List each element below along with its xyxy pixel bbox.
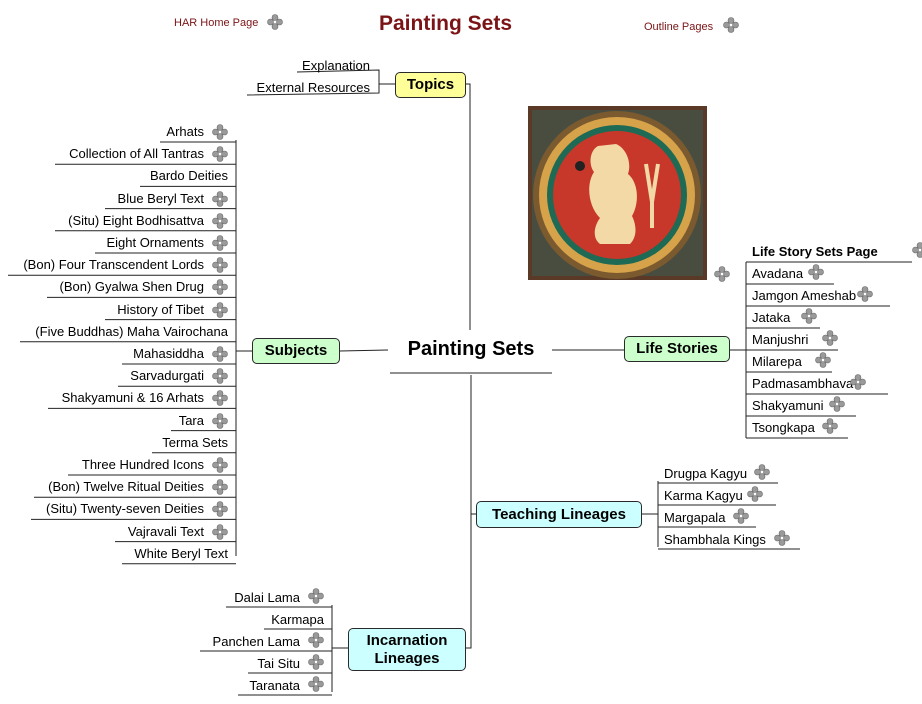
topic-item-external-resources[interactable]: External Resources (256, 80, 370, 95)
subject-item-bardo-deities[interactable]: Bardo Deities (149, 168, 228, 184)
link-icon[interactable] (822, 418, 838, 434)
link-icon[interactable] (308, 588, 324, 604)
link-icon[interactable] (850, 374, 866, 390)
subject-item-white-beryl-text[interactable]: White Beryl Text (134, 545, 228, 561)
incarnation-item-tai-situ[interactable]: Tai Situ (257, 656, 300, 671)
link-icon[interactable] (801, 308, 817, 324)
incarnation-item-panchen-lama[interactable]: Panchen Lama (212, 634, 300, 649)
link-icon[interactable] (212, 479, 228, 495)
subject-item-bon-gyalwa-shen-drug[interactable]: (Bon) Gyalwa Shen Drug (59, 279, 204, 295)
link-icon[interactable] (212, 190, 228, 207)
subject-item-bon-twelve-ritual-deities[interactable]: (Bon) Twelve Ritual Deities (48, 479, 204, 495)
link-icon[interactable] (212, 412, 228, 429)
subject-item-collection-of-all-tantras[interactable]: Collection of All Tantras (69, 146, 204, 162)
life-story-item-manjushri[interactable]: Manjushri (752, 332, 809, 347)
link-icon[interactable] (212, 368, 228, 384)
subject-item-five-buddhas-maha-vairochana[interactable]: (Five Buddhas) Maha Vairochana (35, 323, 228, 339)
subject-item-sarvadurgati[interactable]: Sarvadurgati (130, 368, 204, 384)
link-icon[interactable] (212, 279, 228, 296)
subject-item-bon-four-transcendent-lords[interactable]: (Bon) Four Transcendent Lords (23, 257, 204, 273)
life-stories-node[interactable]: Life Stories (624, 336, 730, 362)
link-icon[interactable] (912, 242, 922, 258)
subject-item-mahasiddha[interactable]: Mahasiddha (133, 346, 204, 361)
subject-item-three-hundred-icons[interactable]: Three Hundred Icons (81, 457, 204, 472)
link-icon[interactable] (212, 301, 228, 318)
link-icon[interactable] (212, 457, 228, 473)
subject-item-vajravali-text[interactable]: Vajravali Text (127, 523, 204, 539)
central-topic[interactable]: Painting Sets (407, 338, 535, 360)
teaching-item-karma-kagyu[interactable]: Karma Kagyu (664, 488, 743, 503)
link-icon[interactable] (829, 396, 845, 412)
link-icon[interactable] (308, 632, 324, 648)
link-icon[interactable] (212, 257, 228, 273)
link-icon[interactable] (815, 352, 831, 368)
topics-node[interactable]: Topics (395, 72, 466, 98)
subject-item-arhats[interactable]: Arhats (166, 124, 204, 139)
link-icon[interactable] (267, 14, 283, 30)
link-icon[interactable] (733, 508, 749, 524)
incarnation-item-dalai-lama[interactable]: Dalai Lama (234, 590, 300, 605)
teaching-lineages-node[interactable]: Teaching Lineages (476, 501, 642, 528)
subject-item-shakyamuni-16-arhats[interactable]: Shakyamuni & 16 Arhats (61, 390, 204, 406)
link-icon[interactable] (747, 486, 763, 502)
teaching-item-margapala[interactable]: Margapala (664, 510, 726, 525)
life-story-item-shakyamuni[interactable]: Shakyamuni (752, 398, 824, 413)
link-icon[interactable] (808, 264, 824, 280)
subject-item-history-of-tibet[interactable]: History of Tibet (117, 301, 204, 317)
subject-item-tara[interactable]: Tara (178, 412, 204, 428)
life-story-item-jataka[interactable]: Jataka (752, 310, 791, 325)
subject-item-situ-eight-bodhisattva[interactable]: (Situ) Eight Bodhisattva (68, 212, 204, 228)
subject-item-eight-ornaments[interactable]: Eight Ornaments (106, 235, 204, 250)
life-story-item-tsongkapa[interactable]: Tsongkapa (752, 420, 815, 435)
link-icon[interactable] (857, 286, 873, 302)
life-story-item-jamgon-ameshab[interactable]: Jamgon Ameshab (752, 288, 857, 303)
link-icon[interactable] (308, 654, 324, 670)
link-icon[interactable] (212, 235, 228, 251)
life-story-item-life-story-sets-page[interactable]: Life Story Sets Page (752, 244, 878, 259)
link-icon[interactable] (714, 266, 730, 282)
subject-item-blue-beryl-text[interactable]: Blue Beryl Text (117, 190, 204, 206)
link-icon[interactable] (212, 501, 228, 518)
har-home-link[interactable]: HAR Home Page (174, 17, 259, 29)
link-icon[interactable] (822, 330, 838, 346)
subject-item-situ-twenty-seven-deities[interactable]: (Situ) Twenty-seven Deities (46, 501, 204, 517)
link-icon[interactable] (212, 346, 228, 362)
link-icon[interactable] (212, 146, 228, 162)
topic-item-explanation[interactable]: Explanation (302, 58, 370, 73)
link-icon[interactable] (308, 676, 324, 692)
link-icon[interactable] (774, 530, 790, 546)
link-icon[interactable] (212, 124, 228, 140)
subject-item-terma-sets[interactable]: Terma Sets (162, 434, 228, 450)
life-story-item-avadana[interactable]: Avadana (752, 266, 804, 281)
incarnation-item-taranata[interactable]: Taranata (249, 678, 300, 693)
life-story-item-milarepa[interactable]: Milarepa (752, 354, 802, 369)
incarnation-item-karmapa[interactable]: Karmapa (271, 612, 324, 627)
link-icon[interactable] (212, 212, 228, 229)
life-story-item-padmasambhava[interactable]: Padmasambhava (752, 376, 854, 391)
link-icon[interactable] (212, 523, 228, 540)
page-title: Painting Sets (379, 12, 513, 35)
outline-pages-link[interactable]: Outline Pages (644, 21, 714, 33)
link-icon[interactable] (212, 390, 228, 407)
link-icon[interactable] (754, 464, 770, 480)
subjects-node[interactable]: Subjects (252, 338, 340, 364)
link-icon[interactable] (723, 17, 739, 33)
teaching-item-drugpa-kagyu[interactable]: Drugpa Kagyu (664, 466, 748, 481)
teaching-item-shambhala-kings[interactable]: Shambhala Kings (664, 532, 766, 547)
painting-image (528, 106, 707, 280)
